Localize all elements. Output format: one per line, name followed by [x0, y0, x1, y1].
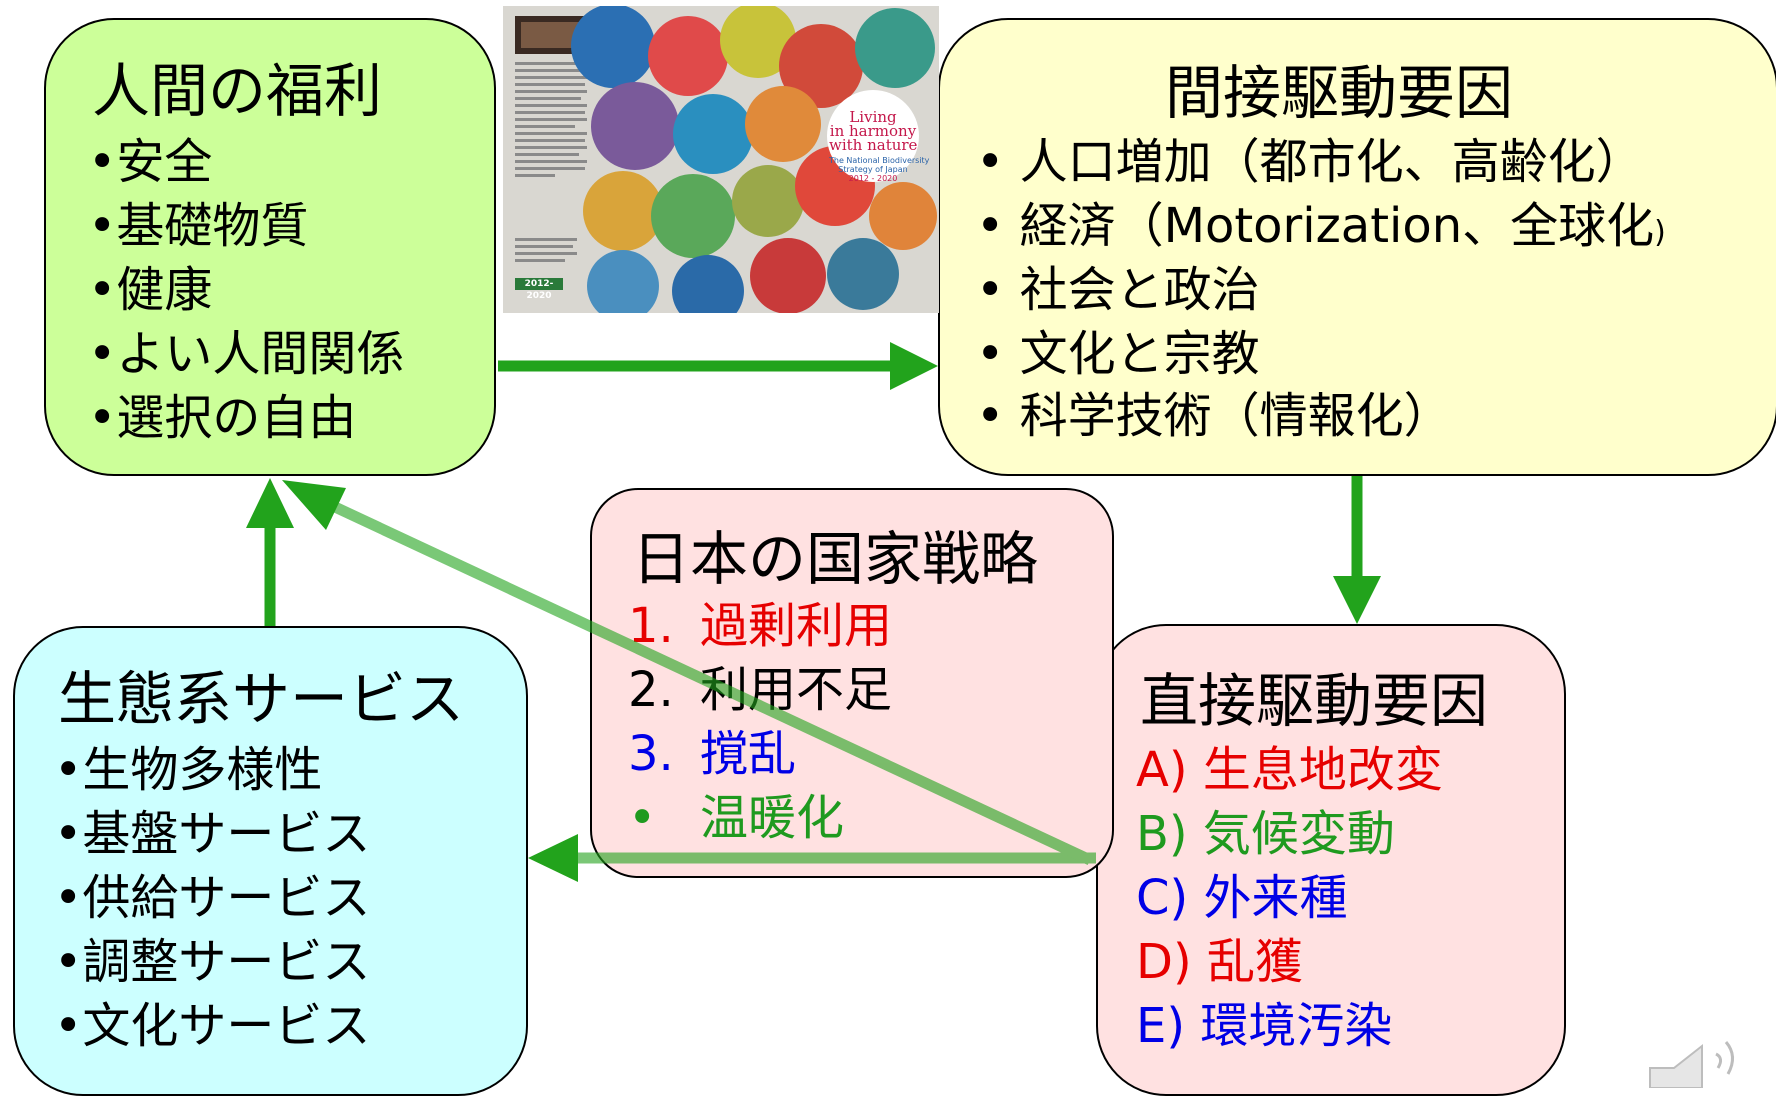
strategy-item-underuse: 2.利用不足: [628, 666, 892, 714]
ecosystem-item-provisioning: •供給サービス: [54, 870, 371, 926]
cover-pattern: [515, 6, 937, 313]
cover-title-line-1: Living: [849, 108, 897, 126]
strategy-book-cover: Living in harmony with nature The Nation…: [503, 6, 939, 313]
indirect-drivers-title: 間接駆動要因: [1165, 59, 1514, 127]
strategy-item-warming-text: 温暖化: [700, 790, 845, 846]
direct-drivers-title: 直接駆動要因: [1140, 667, 1489, 735]
direct-item-overharvesting: D) 乱獲: [1136, 934, 1303, 990]
cover-year-badge: 2012-2020: [524, 279, 554, 301]
strategy-item-overuse-text: 過剰利用: [700, 598, 893, 654]
national-strategy-title: 日本の国家戦略: [632, 525, 1039, 593]
ecosystem-services-title: 生態系サービス: [58, 665, 465, 733]
ecosystem-item-cultural: •文化サービス: [54, 998, 371, 1054]
wellbeing-item-freedom-of-choice: •選択の自由: [88, 390, 357, 446]
wellbeing-item-health: •健康: [88, 262, 213, 318]
strategy-item-warming: •温暖化: [628, 794, 844, 842]
ecosystem-item-supporting: •基盤サービス: [54, 806, 371, 862]
cover-subtitle-line-3: 2012 - 2020: [848, 174, 898, 183]
strategy-item-disturbance-marker: 3.: [628, 726, 674, 782]
indirect-item-science-tech: • 科学技術（情報化）: [976, 388, 1452, 444]
cover-title-line-3: with nature: [829, 136, 918, 154]
arrowhead-to-direct: [1333, 576, 1381, 624]
cover-title-line-2: in harmony: [829, 122, 917, 140]
ecosystem-item-biodiversity: •生物多様性: [54, 742, 323, 798]
indirect-item-culture-religion: • 文化と宗教: [976, 326, 1260, 382]
arrowhead-to-ecosystem: [528, 834, 578, 882]
indirect-item-economy: • 経済（Motorization、全球化): [976, 202, 1666, 250]
arrowhead-to-indirect: [890, 342, 938, 390]
strategy-item-warming-marker: •: [628, 790, 657, 846]
indirect-item-economy-text: • 経済（Motorization、全球化: [976, 198, 1655, 254]
wellbeing-box: [44, 18, 496, 476]
wellbeing-title: 人間の福利: [92, 57, 383, 125]
strategy-item-underuse-text: 利用不足: [700, 662, 893, 718]
wellbeing-item-basic-materials: •基礎物質: [88, 198, 309, 254]
cover-subtitle-line-1: The National Biodiversity: [829, 156, 930, 165]
indirect-drivers-box: [938, 18, 1776, 476]
indirect-item-economy-paren: ): [1654, 215, 1666, 250]
cover-subtitle-line-2: Strategy of Japan: [838, 165, 908, 174]
indirect-item-society-politics: • 社会と政治: [976, 262, 1260, 318]
indirect-item-population: • 人口増加（都市化、高齢化）: [976, 134, 1644, 190]
wellbeing-item-social-relations: •よい人間関係: [88, 326, 405, 382]
speaker-icon[interactable]: [1640, 1028, 1750, 1088]
strategy-item-disturbance: 3.撹乱: [628, 730, 796, 778]
ecosystem-item-regulating: •調整サービス: [54, 934, 371, 990]
wellbeing-item-safety: •安全: [88, 134, 213, 190]
direct-item-climate-change: B) 気候変動: [1136, 806, 1395, 862]
strategy-item-overuse-marker: 1.: [628, 598, 674, 654]
strategy-item-overuse: 1.過剰利用: [628, 602, 892, 650]
strategy-item-disturbance-text: 撹乱: [700, 726, 797, 782]
direct-item-invasive-species: C) 外来種: [1136, 870, 1348, 926]
direct-item-habitat-change: A) 生息地改変: [1136, 742, 1443, 798]
arrowhead-to-wellbeing: [246, 478, 294, 528]
strategy-item-underuse-marker: 2.: [628, 662, 674, 718]
direct-drivers-box: [1096, 624, 1566, 1096]
arrowhead-diagonal-to-wellbeing: [282, 480, 346, 530]
direct-item-pollution: E) 環境汚染: [1136, 998, 1393, 1054]
